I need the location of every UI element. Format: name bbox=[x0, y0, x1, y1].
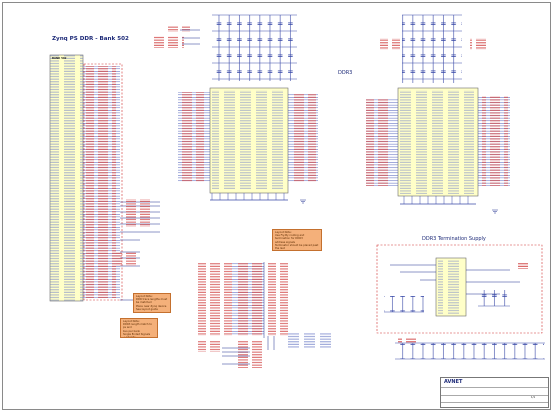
top-left-nets bbox=[150, 26, 200, 48]
bottom-capacitor-row bbox=[395, 338, 545, 360]
layout-note-left-1: Layout Note: DDR trace lengths must be m… bbox=[133, 293, 171, 313]
termination-supply-block bbox=[376, 244, 543, 334]
title-block: AVNET 1/1 bbox=[440, 377, 549, 408]
ddr3-title: DDR3 bbox=[338, 70, 353, 76]
ddr3-chip-2 bbox=[366, 14, 510, 205]
title-block-company: AVNET bbox=[444, 379, 463, 385]
bank-label: BANK 502 bbox=[52, 57, 67, 60]
zynq-ddr-symbol bbox=[49, 54, 123, 302]
termination-supply-title: DDR3 Termination Supply bbox=[422, 236, 486, 242]
title-block-sheet: 1/1 bbox=[531, 396, 536, 399]
ddr3-chip-1 bbox=[178, 14, 318, 201]
layout-note-left-2: Layout Note: DDR3 length match to ps and… bbox=[120, 318, 158, 338]
sheet-border bbox=[2, 2, 551, 410]
layout-note-center: Layout Note: Use Fly-By routing and term… bbox=[272, 229, 322, 251]
zynq-bank-title: Zynq PS DDR - Bank 502 bbox=[52, 36, 129, 42]
termination-resistor-bank bbox=[198, 262, 332, 368]
